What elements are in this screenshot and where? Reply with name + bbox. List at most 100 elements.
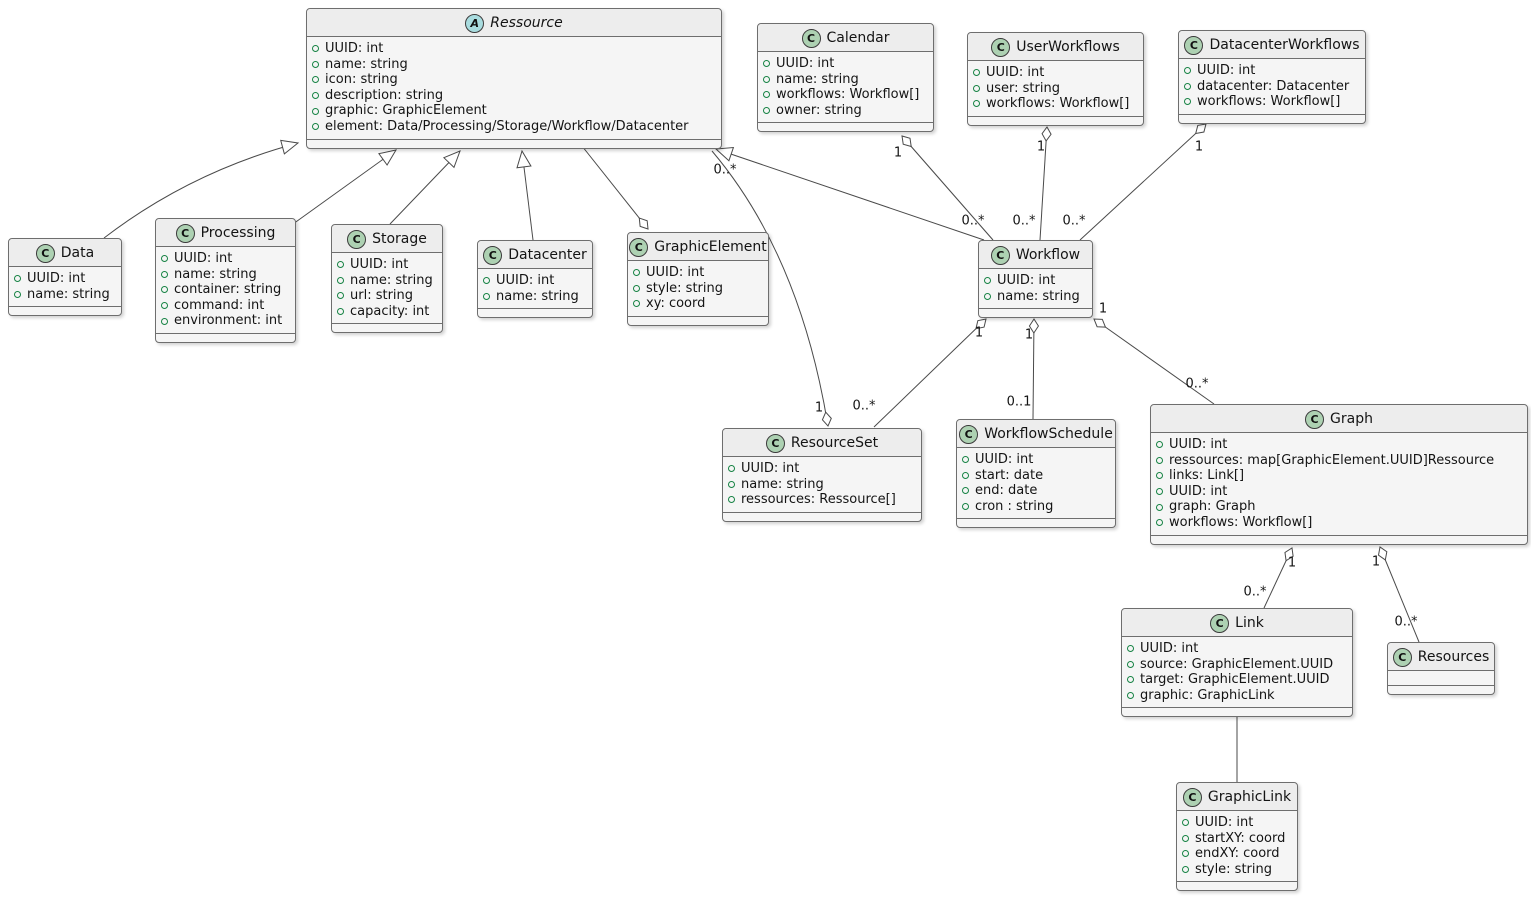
attribute-text: UUID: int [997, 273, 1056, 288]
attribute-row: environment: int [161, 313, 288, 329]
attribute-row: workflows: Workflow[] [973, 96, 1136, 112]
attribute-text: startXY: coord [1195, 830, 1286, 846]
class-icon: C [765, 433, 785, 453]
multiplicity-label: 0..* [1062, 213, 1086, 229]
attribute-text: UUID: int [325, 41, 384, 56]
field-visibility-icon [161, 286, 168, 294]
field-visibility-icon [962, 456, 969, 464]
class-name: Link [1235, 615, 1264, 631]
attribute-text: user: string [986, 80, 1060, 96]
field-visibility-icon [984, 292, 991, 300]
class-icon: C [1392, 647, 1412, 667]
edge-resourceset-ressource [711, 150, 832, 427]
attribute-row: icon: string [312, 72, 714, 88]
attribute-row: UUID: int [1182, 815, 1290, 831]
attribute-row: name: string [483, 289, 585, 305]
attribute-row: cron : string [962, 499, 1108, 515]
multiplicity-label: 1 [1098, 301, 1108, 317]
attribute-text: UUID: int [1197, 63, 1256, 78]
methods-compartment [758, 122, 933, 131]
edge-datacenterworkflows-workflow [1079, 123, 1207, 241]
field-visibility-icon [1182, 834, 1189, 842]
attribute-row: style: string [633, 281, 761, 297]
abstract-class-icon: A [465, 13, 485, 33]
class-icon: C [801, 28, 821, 48]
methods-compartment [1151, 534, 1527, 544]
methods-compartment [979, 308, 1092, 317]
field-visibility-icon [161, 302, 168, 310]
field-visibility-icon [337, 261, 344, 269]
attribute-text: UUID: int [1169, 483, 1228, 499]
attribute-text: UUID: int [975, 452, 1034, 467]
methods-compartment [957, 518, 1115, 527]
attribute-row: UUID: int [728, 461, 914, 477]
attribute-text: target: GraphicElement.UUID [1140, 672, 1330, 688]
field-visibility-icon [1127, 692, 1134, 700]
field-visibility-icon [1182, 850, 1189, 858]
attribute-row: name: string [728, 477, 914, 493]
attribute-row: capacity: int [337, 304, 435, 320]
field-visibility-icon [161, 270, 168, 278]
field-visibility-icon [1156, 519, 1163, 527]
class-name: UserWorkflows [1016, 39, 1120, 55]
class-name: Processing [200, 225, 276, 241]
attribute-row: UUID: int [984, 273, 1085, 289]
methods-compartment [156, 332, 295, 342]
field-visibility-icon [1184, 82, 1191, 90]
attribute-text: end: date [975, 483, 1038, 499]
attribute-row: links: Link[] [1156, 468, 1520, 484]
field-visibility-icon [312, 107, 319, 115]
multiplicity-label: 0..* [1243, 584, 1267, 600]
attribute-row: name: string [14, 287, 114, 303]
field-visibility-icon [1182, 819, 1189, 827]
edge-ressource-to-graphicelement [581, 145, 649, 230]
edge-workflow-graph [1093, 318, 1215, 405]
attribute-row: name: string [984, 289, 1085, 305]
attribute-row: url: string [337, 288, 435, 304]
attribute-row: ressources: map[GraphicElement.UUID]Ress… [1156, 453, 1520, 469]
attribute-text: name: string [325, 56, 408, 72]
class-icon: C [629, 237, 649, 257]
methods-compartment [1179, 113, 1365, 123]
field-visibility-icon [1156, 441, 1163, 449]
class-name: Graph [1330, 411, 1373, 427]
attribute-text: workflows: Workflow[] [1197, 94, 1341, 110]
attribute-text: UUID: int [986, 65, 1045, 80]
attribute-text: name: string [997, 288, 1080, 304]
class-name: Datacenter [508, 247, 587, 263]
class-icon: C [35, 243, 55, 263]
attribute-text: name: string [496, 288, 579, 304]
attribute-row: name: string [312, 57, 714, 73]
attribute-text: workflows: Workflow[] [776, 87, 920, 103]
field-visibility-icon [14, 275, 21, 283]
multiplicity-label: 0..* [713, 162, 737, 178]
attribute-row: description: string [312, 88, 714, 104]
edge-datacenter-to-ressource [516, 149, 534, 241]
attribute-text: workflows: Workflow[] [986, 96, 1130, 112]
attribute-text: UUID: int [646, 265, 705, 280]
attribute-text: source: GraphicElement.UUID [1140, 656, 1334, 672]
attribute-text: ressources: Ressource[] [741, 492, 896, 508]
attribute-text: icon: string [325, 72, 398, 88]
attribute-row: UUID: int [962, 452, 1108, 468]
multiplicity-label: 0..1 [1006, 394, 1032, 410]
